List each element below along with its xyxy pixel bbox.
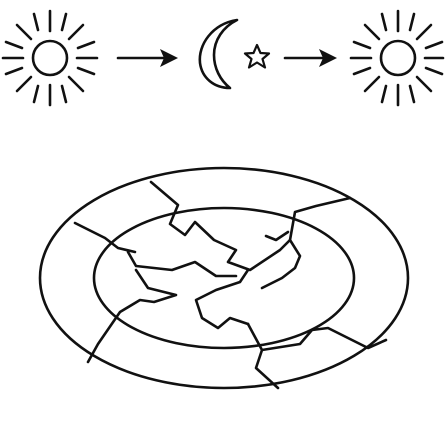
cracked-dish-icon (38, 166, 410, 390)
sun-icon (349, 9, 445, 107)
sun-icon (1, 9, 99, 107)
moon-and-star-icon (198, 18, 271, 90)
crack-line (194, 268, 250, 330)
crack-line (126, 250, 238, 278)
crack-line (264, 230, 290, 242)
crack-line (86, 268, 178, 364)
crack-line (260, 326, 388, 352)
arrow-right-icon (116, 49, 178, 67)
crack-line (149, 180, 352, 272)
dish-inner-rim (92, 206, 356, 350)
dish-outer-rim (38, 166, 410, 390)
crack-line (260, 238, 302, 290)
crack-line (73, 221, 137, 254)
arrow-right-icon (283, 49, 337, 67)
crack-line (246, 322, 280, 390)
